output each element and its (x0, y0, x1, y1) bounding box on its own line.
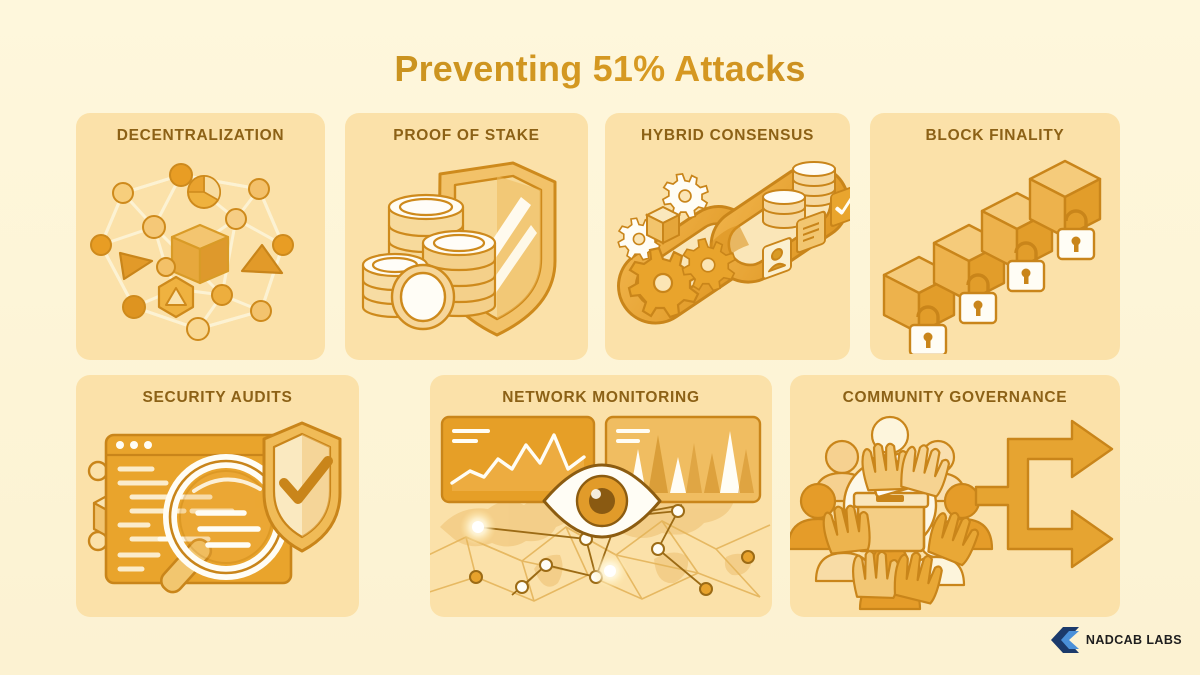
card-title-proof-of-stake: PROOF OF STAKE (393, 127, 540, 144)
card-title-hybrid-consensus: HYBRID CONSENSUS (640, 127, 815, 144)
card-network-monitoring: NETWORK MONITORING (430, 375, 772, 617)
magnifier-code-shield-icon (76, 409, 359, 611)
brand-logo: NADCAB LABS (1049, 627, 1182, 653)
coins-shield-icon (345, 149, 588, 354)
brand-logo-text: NADCAB LABS (1085, 633, 1182, 647)
card-security-audits: SECURITY AUDITS (76, 375, 359, 617)
card-title-block-finality: BLOCK FINALITY (925, 127, 1065, 144)
card-block-finality: BLOCK FINALITY (870, 113, 1120, 360)
card-title-network-monitoring: NETWORK MONITORING (502, 389, 700, 406)
chevron-logo-icon (1049, 627, 1079, 653)
card-hybrid-consensus: HYBRID CONSENSUS (605, 113, 850, 360)
card-title-decentralization: DECENTRALIZATION (116, 127, 285, 144)
card-community-governance: COMMUNITY GOVERNANCE (790, 375, 1120, 617)
eye-dashboard-world-map-icon (430, 409, 772, 611)
chain-links-gears-icon (605, 149, 850, 354)
network-graph-icon (76, 149, 325, 354)
card-proof-of-stake: PROOF OF STAKE (345, 113, 588, 360)
voting-people-fork-arrow-icon (790, 409, 1120, 611)
card-title-community-governance: COMMUNITY GOVERNANCE (842, 389, 1068, 406)
card-title-security-audits: SECURITY AUDITS (142, 389, 293, 406)
locked-blocks-chain-icon (870, 149, 1120, 354)
page-title: Preventing 51% Attacks (0, 48, 1200, 90)
card-decentralization: DECENTRALIZATION (76, 113, 325, 360)
